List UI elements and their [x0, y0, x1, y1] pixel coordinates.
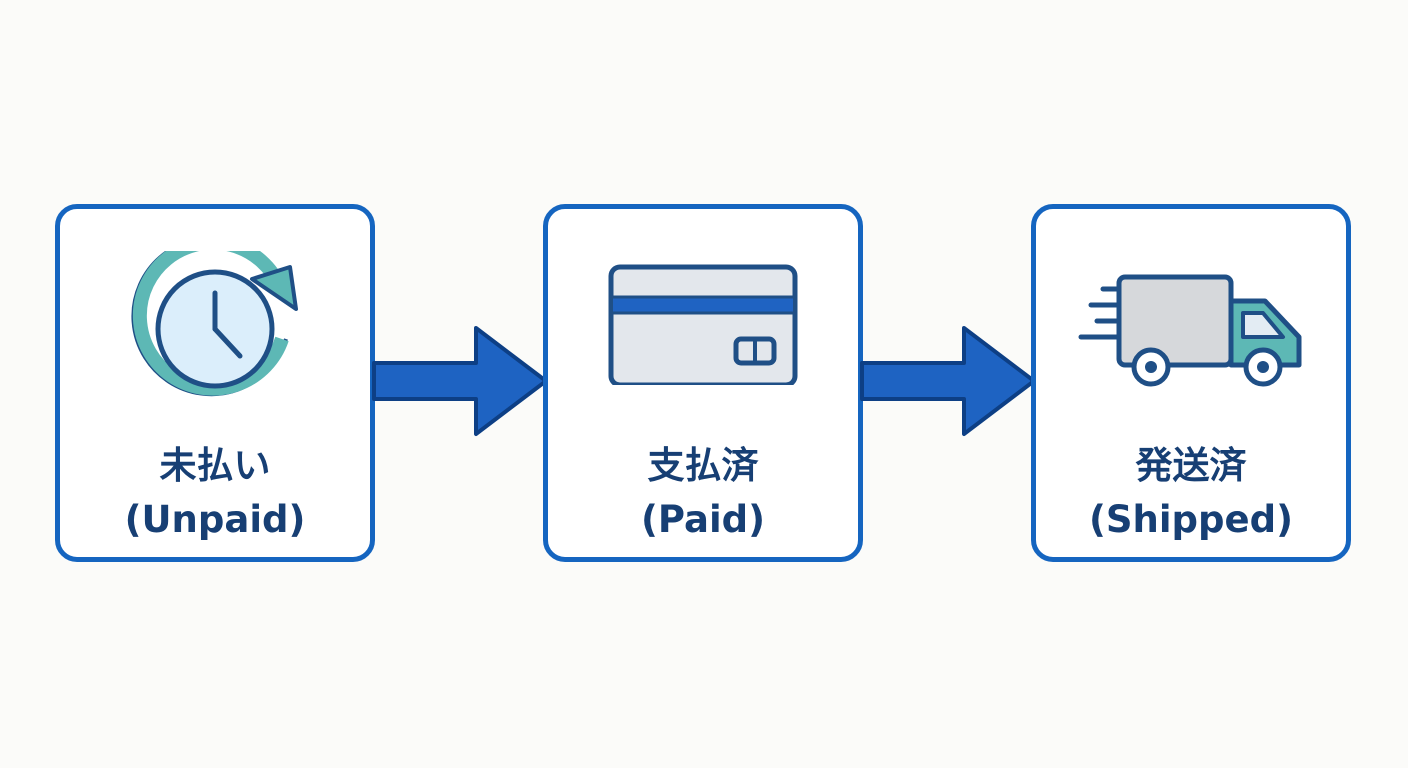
stage-label-en: (Shipped) [1088, 498, 1294, 541]
credit-card-icon [608, 264, 798, 385]
stage-label-ja: 発送済 [1135, 444, 1247, 487]
delivery-truck-icon [1078, 274, 1302, 387]
stage-label-en: (Unpaid) [124, 498, 306, 541]
stage-label-en: (Paid) [640, 498, 766, 541]
stage-label-ja: 支払済 [647, 444, 759, 487]
clock-refresh-icon [131, 251, 298, 397]
arrow-right-icon [372, 326, 548, 436]
stage-card-unpaid: 未払い (Unpaid) [55, 204, 375, 562]
stage-label-ja: 未払い [159, 444, 271, 487]
stage-card-shipped: 発送済 (Shipped) [1031, 204, 1351, 562]
arrow-right-icon [860, 326, 1036, 436]
stage-card-paid: 支払済 (Paid) [543, 204, 863, 562]
